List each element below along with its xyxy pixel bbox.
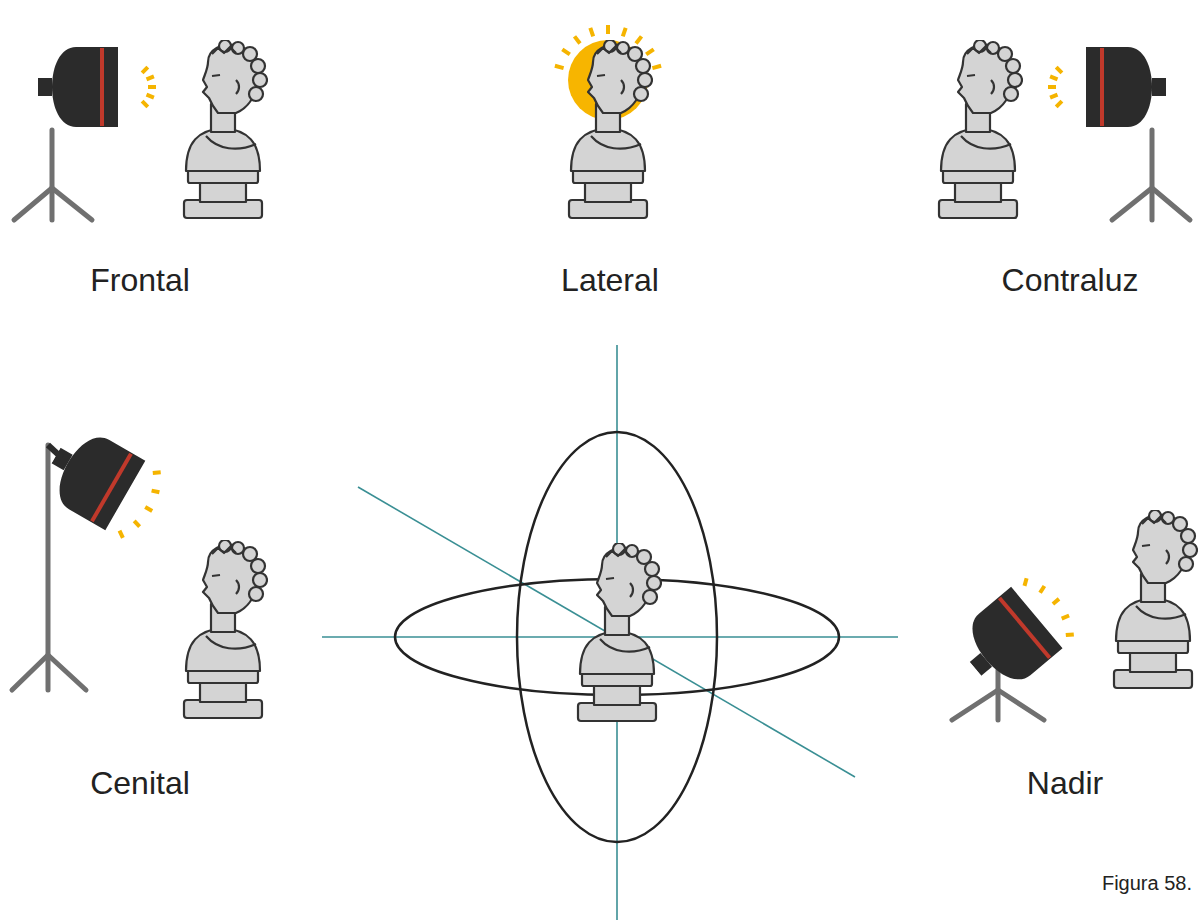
light-ray <box>1056 67 1062 73</box>
light-ray <box>134 521 139 527</box>
light-ray <box>562 49 570 54</box>
light-ray <box>1040 586 1044 593</box>
light-ray <box>575 36 581 43</box>
figure-caption: Figura 58. <box>1102 872 1192 895</box>
light-ray <box>120 531 123 538</box>
light-ray <box>1050 95 1057 98</box>
light-ray <box>636 36 642 43</box>
light-ray <box>1053 599 1059 604</box>
lighting-label: Nadir <box>1027 765 1103 802</box>
light-ray <box>646 49 654 54</box>
lighting-label: Contraluz <box>1002 262 1139 299</box>
light-ray <box>623 28 626 37</box>
light-ray <box>606 25 610 34</box>
light-ray <box>152 491 160 493</box>
light-ray <box>1025 578 1027 586</box>
light-ray <box>652 66 661 68</box>
light-ray <box>1062 616 1069 619</box>
busts <box>184 40 1197 721</box>
axes <box>322 345 898 920</box>
lighting-label: Lateral <box>561 262 659 299</box>
light-ray <box>147 76 154 79</box>
light-ray <box>590 28 593 37</box>
light-rays <box>120 25 1074 635</box>
light-ray <box>1048 85 1056 89</box>
lighting-label: Cenital <box>90 765 190 802</box>
light-ray <box>555 66 564 68</box>
light-ray <box>147 95 154 98</box>
light-ray <box>1050 76 1057 79</box>
light-ray <box>142 67 148 73</box>
lighting-label: Frontal <box>90 262 190 299</box>
light-ray <box>1056 101 1062 107</box>
light-ray <box>153 470 161 475</box>
light-ray <box>142 101 148 107</box>
light-ray <box>148 85 156 89</box>
light-ray <box>145 507 152 511</box>
light-ray <box>1066 632 1074 637</box>
